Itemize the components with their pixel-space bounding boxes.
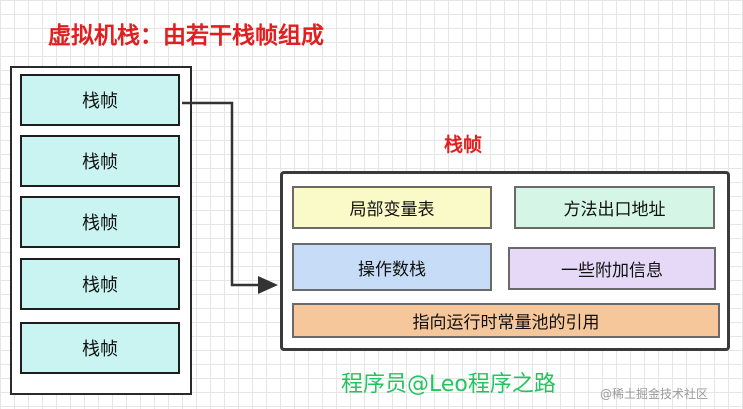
stack-frame-1: 栈帧 bbox=[20, 74, 180, 126]
frame-detail-title: 栈帧 bbox=[444, 134, 483, 156]
operand-stack: 操作数栈 bbox=[292, 243, 492, 291]
diagram-title: 虚拟机栈：由若干栈帧组成 bbox=[48, 23, 324, 49]
return-address: 方法出口地址 bbox=[514, 186, 715, 229]
author-watermark: 程序员@Leo程序之路 bbox=[341, 372, 556, 397]
stack-frame-5: 栈帧 bbox=[20, 322, 180, 374]
site-watermark: @稀土掘金技术社区 bbox=[600, 387, 709, 401]
additional-info: 一些附加信息 bbox=[508, 247, 716, 290]
stack-frame-4: 栈帧 bbox=[20, 258, 180, 310]
stack-frame-3: 栈帧 bbox=[20, 196, 180, 248]
stack-frame-2: 栈帧 bbox=[20, 135, 180, 187]
local-variable-table: 局部变量表 bbox=[292, 186, 492, 229]
runtime-constant-pool-ref: 指向运行时常量池的引用 bbox=[292, 303, 720, 338]
